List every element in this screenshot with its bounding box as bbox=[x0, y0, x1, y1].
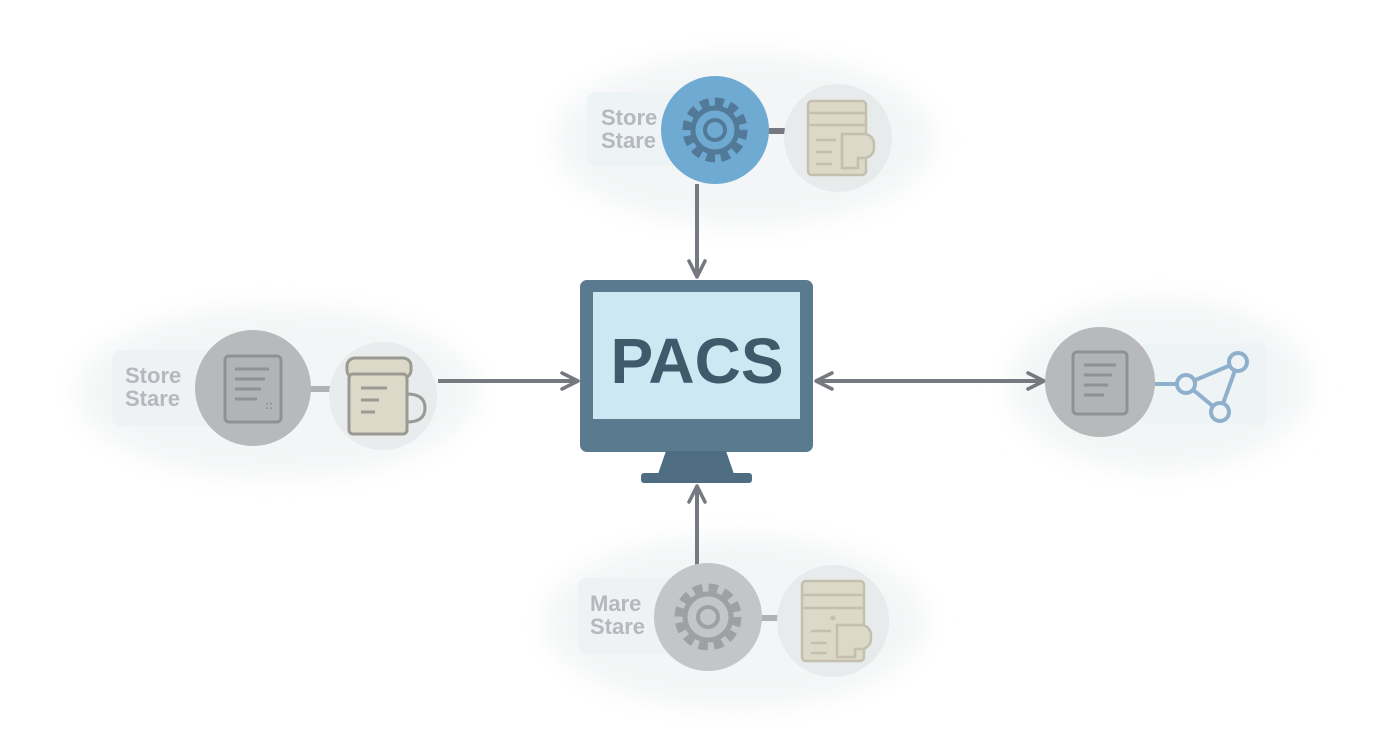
pacs-label: PACS bbox=[610, 325, 783, 397]
node-bottom-label-line1: Mare bbox=[590, 591, 641, 616]
node-left-label-line1: Store bbox=[125, 363, 181, 388]
document-icon bbox=[1071, 350, 1129, 416]
document-icon bbox=[800, 579, 873, 663]
node-left-label-box bbox=[112, 350, 224, 426]
node-top-label-line2: Stare bbox=[601, 128, 656, 153]
node-bottom-label-line2: Stare bbox=[590, 614, 645, 639]
node-right bbox=[1045, 327, 1266, 437]
connectors bbox=[438, 184, 1046, 566]
gear-icon bbox=[674, 583, 742, 651]
document-icon bbox=[806, 99, 876, 177]
gear-icon bbox=[682, 97, 748, 163]
share-icon bbox=[1175, 351, 1249, 423]
node-bottom-gear-circle bbox=[654, 563, 762, 671]
node-bottom-label-box bbox=[578, 578, 682, 654]
document-icon bbox=[345, 356, 427, 436]
node-bottom: Mare Stare bbox=[578, 563, 889, 677]
node-top: Store Stare bbox=[587, 76, 892, 192]
document-icon: :: bbox=[223, 354, 283, 424]
node-left-label-line2: Stare bbox=[125, 386, 180, 411]
node-top-gear-circle bbox=[661, 76, 769, 184]
monitor-icon bbox=[580, 280, 813, 483]
node-top-label-line1: Store bbox=[601, 105, 657, 130]
node-left: Store Stare :: bbox=[112, 330, 437, 450]
svg-text:::: :: bbox=[265, 398, 273, 412]
pacs-monitor: PACS bbox=[580, 280, 813, 483]
